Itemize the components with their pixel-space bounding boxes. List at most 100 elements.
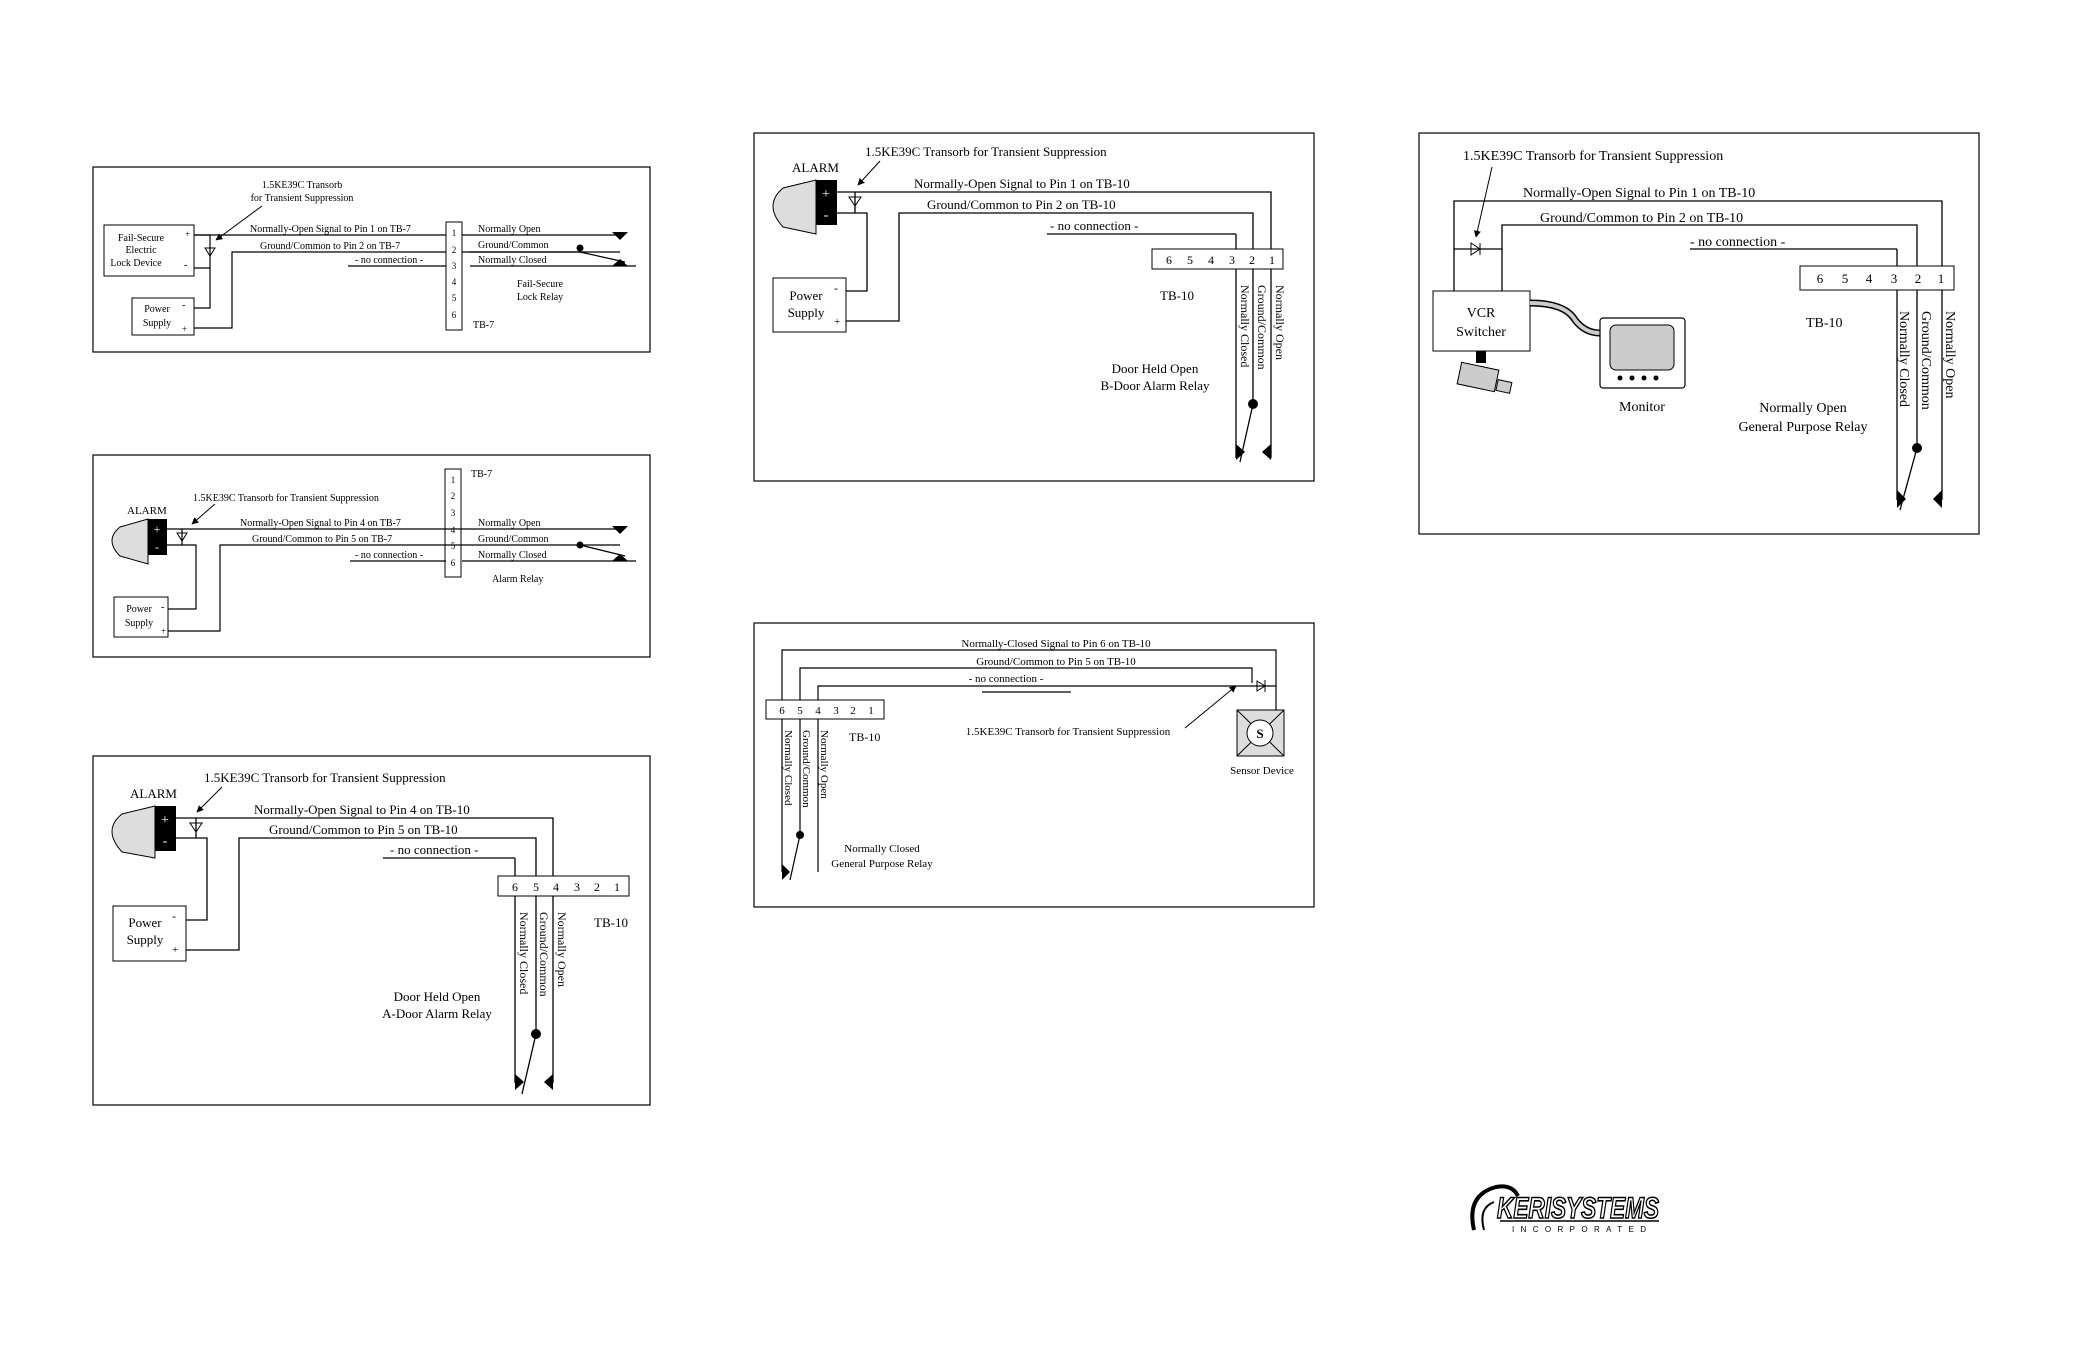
alarm-plus: + [154, 522, 161, 536]
transorb-symbol [176, 532, 188, 542]
alarm-label: ALARM [792, 160, 839, 175]
power-supply-label-1: Power [789, 288, 823, 303]
signal-no-label: Normally-Open Signal to Pin 4 on TB-7 [240, 518, 401, 529]
pin-6: 6 [452, 310, 457, 320]
pin-4: 4 [451, 525, 456, 535]
ps-minus: - [834, 281, 838, 295]
out-gnd-label: Ground/Common [478, 534, 549, 545]
signal-gnd-label: Ground/Common to Pin 2 on TB-10 [1540, 211, 1743, 226]
signal-nc-label: Normally-Closed Signal to Pin 6 on TB-10 [961, 638, 1151, 650]
pin-3: 3 [574, 880, 580, 894]
pin-6: 6 [451, 558, 456, 568]
signal-no-label: Normally-Open Signal to Pin 4 on TB-10 [254, 802, 470, 817]
alarm-terminal-block [816, 180, 837, 225]
signal-gnd-label: Ground/Common to Pin 5 on TB-10 [976, 656, 1136, 668]
alarm-minus: - [155, 540, 159, 554]
alarm-horn-icon [772, 179, 817, 235]
pin-6: 6 [1166, 253, 1172, 267]
power-supply-box [113, 596, 169, 638]
pin-1: 1 [451, 475, 456, 485]
pin-3: 3 [833, 705, 839, 717]
power-supply-label-2: Supply [788, 305, 825, 320]
pin-2: 2 [1915, 271, 1922, 286]
relay-pivot [576, 244, 584, 252]
pin-3: 3 [1891, 271, 1898, 286]
ps-plus: + [172, 944, 178, 956]
tb10-pins: 6 5 4 3 2 1 [512, 880, 620, 894]
pin-4: 4 [1866, 271, 1873, 286]
alarm-horn-icon [111, 805, 156, 859]
signal-nc-label: - no connection - [355, 255, 423, 266]
transorb-label: 1.5KE39C Transorb for Transient Suppress… [1463, 149, 1723, 164]
relay-contact-no [612, 526, 628, 534]
pin-1: 1 [614, 880, 620, 894]
monitor-label: Monitor [1619, 400, 1665, 415]
terminal-block-tb10 [1151, 248, 1284, 270]
power-supply-box [112, 905, 187, 962]
pin-6: 6 [512, 880, 518, 894]
out-gnd-label: Ground/Common [537, 912, 551, 997]
power-supply-label-1: Power [126, 604, 152, 615]
pin-5: 5 [533, 880, 539, 894]
transorb-pointer-arrow [196, 786, 223, 813]
power-supply-box [131, 297, 195, 336]
signal-nc-label: - no connection - [355, 550, 423, 561]
lock-device-label-3: Lock Device [110, 258, 162, 269]
out-nc-label: Normally Closed [478, 550, 547, 561]
relay-contact-nc [1236, 444, 1245, 460]
camera-icon [1456, 351, 1513, 394]
wires [837, 191, 1272, 463]
out-nc-label: Normally Closed [478, 255, 547, 266]
relay-contact-no [544, 1074, 553, 1090]
signal-none-label: - no connection - [969, 673, 1044, 685]
out-nc-label: Normally Closed [1896, 311, 1911, 407]
pin-4: 4 [815, 705, 821, 717]
pin-1: 1 [1269, 253, 1275, 267]
pin-3: 3 [452, 261, 457, 271]
wires [781, 649, 1277, 881]
out-nc-label: Normally Closed [517, 912, 531, 994]
transorb-pointer-arrow [1184, 685, 1237, 729]
power-supply-label-2: Supply [143, 318, 171, 329]
transorb-symbol [204, 247, 216, 257]
pin-2: 2 [1249, 253, 1255, 267]
relay-label-1: Door Held Open [1112, 361, 1199, 376]
pin-4: 4 [1208, 253, 1214, 267]
vcr-label-1: VCR [1467, 306, 1496, 321]
relay-label-2: B-Door Alarm Relay [1100, 378, 1210, 393]
out-no-label: Normally Open [818, 730, 830, 799]
alarm-label: ALARM [127, 505, 167, 517]
pin-2: 2 [452, 245, 457, 255]
signal-gnd-label: Ground/Common to Pin 5 on TB-7 [252, 534, 392, 545]
transorb-label: 1.5KE39C Transorb for Transient Suppress… [865, 144, 1107, 159]
pin-5: 5 [452, 293, 457, 303]
signal-nc-label: - no connection - [1050, 218, 1138, 233]
panel-sensor-device: Normally-Closed Signal to Pin 6 on TB-10… [753, 622, 1315, 908]
logo-sub-text: INCORPORATED [1512, 1225, 1650, 1234]
relay-label-2: General Purpose Relay [831, 858, 933, 870]
sensor-label: Sensor Device [1230, 765, 1294, 777]
transorb-label: 1.5KE39C Transorb for Transient Suppress… [966, 726, 1171, 738]
pin-1: 1 [1938, 271, 1945, 286]
terminal-block-tb10 [1799, 265, 1955, 291]
transorb-label-2: for Transient Suppression [251, 193, 354, 204]
out-nc-label: Normally Closed [782, 730, 794, 806]
relay-label-2: General Purpose Relay [1738, 420, 1867, 435]
lock-plus: + [185, 229, 190, 239]
transorb-label: 1.5KE39C Transorb for Transient Suppress… [204, 770, 446, 785]
panel-fail-secure-lock: 1.5KE39C Transorb for Transient Suppress… [92, 166, 651, 353]
pin-3: 3 [1229, 253, 1235, 267]
vcr-switcher-box [1432, 290, 1531, 352]
alarm-horn-icon [111, 518, 149, 565]
tb10-pins: 6 5 4 3 2 1 [1166, 253, 1275, 267]
ps-plus: + [834, 316, 840, 328]
transorb-symbol [848, 196, 862, 207]
pin-6: 6 [779, 705, 785, 717]
relay-contact-nc [515, 1074, 524, 1090]
lock-device-label-2: Electric [125, 245, 157, 256]
power-supply-label-2: Supply [125, 618, 153, 629]
alarm-terminal-block [148, 519, 167, 555]
lock-device-label-1: Fail-Secure [118, 233, 165, 244]
power-supply-label-1: Power [144, 304, 170, 315]
